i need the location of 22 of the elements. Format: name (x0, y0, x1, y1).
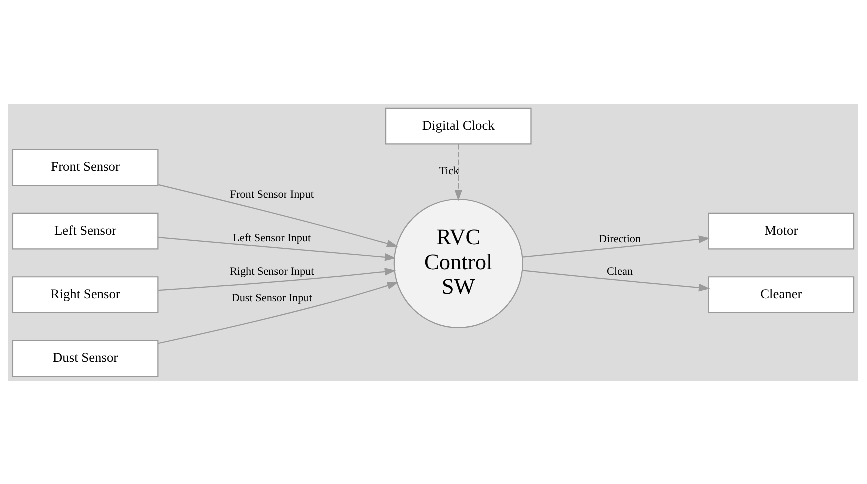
node-box: Digital Clock (385, 107, 532, 144)
edge-label: Tick (439, 165, 460, 178)
edge-label: Front Sensor Input (230, 188, 314, 200)
edge-label: Right Sensor Input (230, 265, 314, 278)
edge-label: Clean (607, 265, 634, 278)
edge-label: Direction (598, 233, 642, 245)
arrow (522, 270, 710, 292)
arrow (522, 235, 710, 258)
arrow (158, 236, 396, 261)
node-box: Motor (708, 212, 855, 250)
node-box: Cleaner (708, 276, 855, 313)
node-box: Left Sensor (12, 212, 159, 250)
arrow (158, 184, 398, 248)
edge-label: Dust Sensor Input (232, 292, 312, 304)
node-box: Front Sensor (12, 148, 159, 186)
arrow (158, 268, 396, 291)
edge-label: Left Sensor Input (233, 232, 312, 244)
arrow (454, 144, 463, 201)
node-circle: RVC Control SW (394, 198, 524, 328)
node-box: Right Sensor (12, 276, 159, 313)
node-box: Dust Sensor (12, 340, 159, 377)
arrow (158, 282, 399, 344)
